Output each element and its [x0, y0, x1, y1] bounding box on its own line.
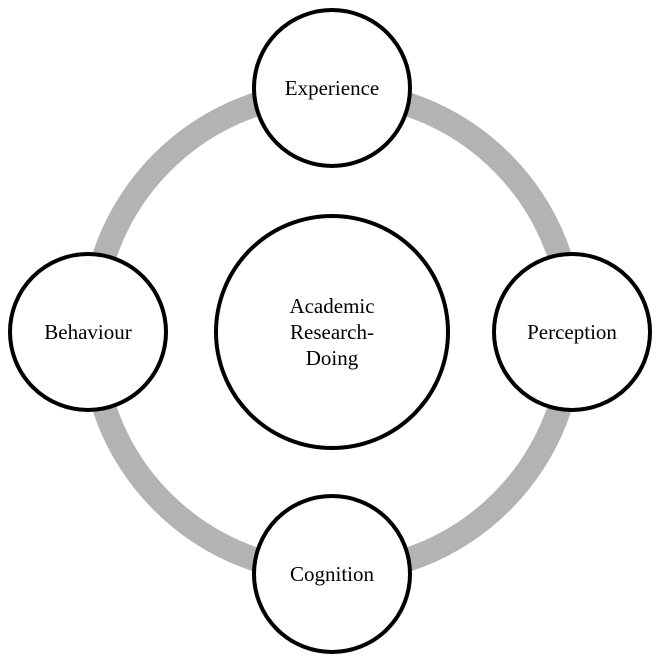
node-label-behaviour: Behaviour	[44, 319, 132, 344]
node-circle-experience	[252, 8, 412, 168]
node-circle-cognition	[252, 494, 412, 654]
node-label-perception: Perception	[527, 319, 617, 344]
center-label: Academic Research- Doing	[289, 293, 375, 371]
node-circle-behaviour	[8, 252, 168, 412]
node-label-experience: Experience	[284, 75, 380, 100]
center-circle	[214, 214, 450, 450]
node-label-cognition: Cognition	[289, 561, 374, 586]
node-circle-perception	[492, 252, 652, 412]
